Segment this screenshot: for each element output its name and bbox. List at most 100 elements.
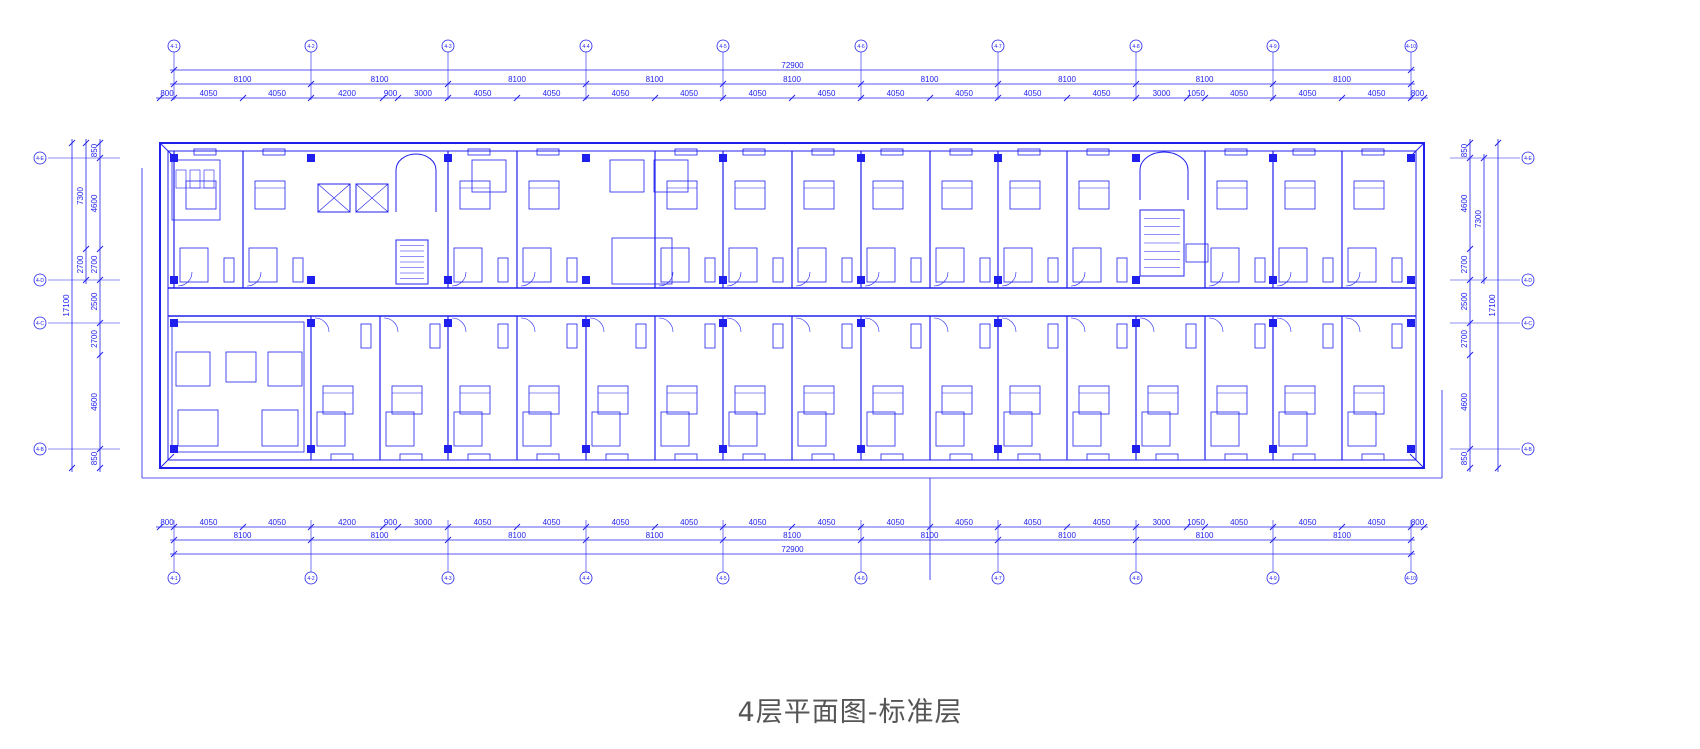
dimension-tick — [1466, 245, 1474, 253]
grid-axes: 4-14-14-24-24-34-34-44-44-54-54-64-64-74… — [33, 39, 1535, 585]
dimension-tick — [1063, 94, 1071, 102]
dimension-tick — [239, 94, 247, 102]
bed — [322, 385, 354, 415]
wardrobe — [1322, 323, 1334, 349]
axis-bubble — [441, 39, 455, 53]
bed — [459, 385, 491, 415]
door-swing — [383, 317, 399, 333]
dimension-label: 4050 — [1230, 518, 1248, 527]
structural-column — [1407, 154, 1415, 162]
axis-label: 4-8 — [1132, 576, 1139, 582]
dimension-label: 4050 — [200, 518, 218, 527]
dimension-label: 8100 — [371, 531, 389, 540]
bathroom — [316, 411, 346, 447]
door-swing — [658, 271, 674, 287]
window — [1086, 453, 1110, 461]
axis-label: 4-6 — [857, 44, 864, 50]
dimension-label: 4050 — [749, 518, 767, 527]
wardrobe — [223, 257, 235, 283]
dimension-tick — [651, 94, 659, 102]
axis-bubble — [33, 442, 47, 456]
dimension-label: 4050 — [749, 89, 767, 98]
dimension-tick — [156, 523, 164, 531]
axis-bubble — [854, 571, 868, 585]
door-swing — [933, 317, 949, 333]
door-swing — [1208, 317, 1224, 333]
dimension-tick — [394, 523, 402, 531]
dimension-label: 3000 — [414, 89, 432, 98]
axis-bubble — [991, 39, 1005, 53]
bathroom — [591, 411, 621, 447]
bathroom — [1347, 247, 1377, 283]
door-swing — [1208, 271, 1224, 287]
axis-bubble — [854, 39, 868, 53]
window — [262, 148, 286, 156]
structural-column — [307, 276, 315, 284]
wardrobe — [497, 257, 509, 283]
axis-label: 4-5 — [719, 576, 726, 582]
bed — [803, 385, 835, 415]
dimension-tick — [788, 94, 796, 102]
axis-bubble — [33, 273, 47, 287]
axis-bubble — [33, 151, 47, 165]
stair-east-flight — [1139, 209, 1185, 277]
dimension-label: 8100 — [1196, 531, 1214, 540]
dimension-label: 4050 — [200, 89, 218, 98]
dimension-label: 2500 — [1460, 292, 1469, 310]
office-desks — [261, 409, 299, 447]
axis-bubble — [1404, 39, 1418, 53]
dimension-label: 900 — [384, 89, 398, 98]
axis-bubble — [1266, 39, 1280, 53]
axis-bubble — [441, 571, 455, 585]
axis-bubble — [304, 571, 318, 585]
dimension-label: 800 — [160, 518, 174, 527]
axis-bubble — [1521, 442, 1535, 456]
bed — [1009, 385, 1041, 415]
structural-column — [1132, 154, 1140, 162]
dimension-label: 850 — [90, 451, 99, 465]
dimension-tick — [96, 464, 104, 472]
door-swing — [1276, 317, 1292, 333]
bed — [1353, 180, 1385, 210]
axis-label: 4-1 — [170, 44, 177, 50]
dimension-tick — [1466, 351, 1474, 359]
dimension-label: 4050 — [1299, 89, 1317, 98]
window — [1086, 148, 1110, 156]
dimension-tick — [96, 351, 104, 359]
dimension-label: 4050 — [543, 518, 561, 527]
service-room — [471, 159, 507, 193]
window — [399, 453, 423, 461]
bed — [528, 180, 560, 210]
bathroom — [660, 411, 690, 447]
bed — [1078, 385, 1110, 415]
dimension-tick — [1466, 139, 1474, 147]
structural-column — [1407, 276, 1415, 284]
axis-label: 4-C — [1524, 321, 1532, 327]
axis-label: 4-8 — [1132, 44, 1139, 50]
bathroom — [1210, 411, 1240, 447]
axis-label: 4-7 — [994, 44, 1001, 50]
dimension-label: 8100 — [508, 75, 526, 84]
wardrobe — [292, 257, 304, 283]
dimension-label: 8100 — [783, 531, 801, 540]
dimension-tick — [96, 245, 104, 253]
dimension-tick — [68, 139, 76, 147]
axis-bubble — [1521, 151, 1535, 165]
dimension-label: 8100 — [1196, 75, 1214, 84]
dimension-label: 4050 — [887, 89, 905, 98]
stair-west-flight — [395, 239, 429, 285]
wardrobe — [841, 323, 853, 349]
axis-bubble — [1129, 39, 1143, 53]
dimension-tick — [1420, 523, 1428, 531]
window — [1224, 453, 1248, 461]
window — [880, 148, 904, 156]
dimension-label: 4050 — [955, 518, 973, 527]
dimension-tick — [379, 523, 387, 531]
office-area — [171, 159, 221, 221]
dimension-tick — [1494, 464, 1502, 472]
dimension-label: 4050 — [474, 89, 492, 98]
dimension-label: 8100 — [1058, 531, 1076, 540]
service-room — [611, 237, 673, 285]
dimension-label: 8100 — [371, 75, 389, 84]
axis-bubble — [579, 39, 593, 53]
